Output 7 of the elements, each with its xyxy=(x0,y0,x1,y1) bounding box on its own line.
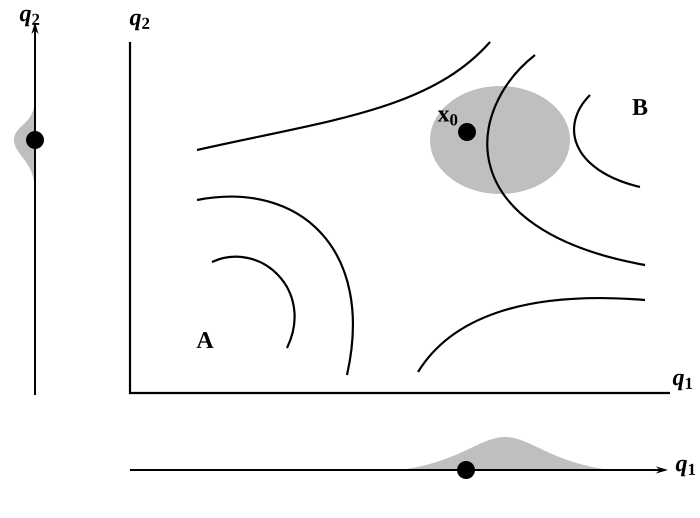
point-label: x$_{0}$ xyxy=(438,110,458,126)
axis-label: q$_{2}$ xyxy=(20,10,40,26)
axis-label: q$_{1}$ xyxy=(676,460,696,476)
axis-label: q$_{1}$ xyxy=(672,374,692,390)
region-label: A xyxy=(196,332,214,348)
region-label: B xyxy=(632,99,648,115)
axis-label: q$_{2}$ xyxy=(130,14,150,30)
